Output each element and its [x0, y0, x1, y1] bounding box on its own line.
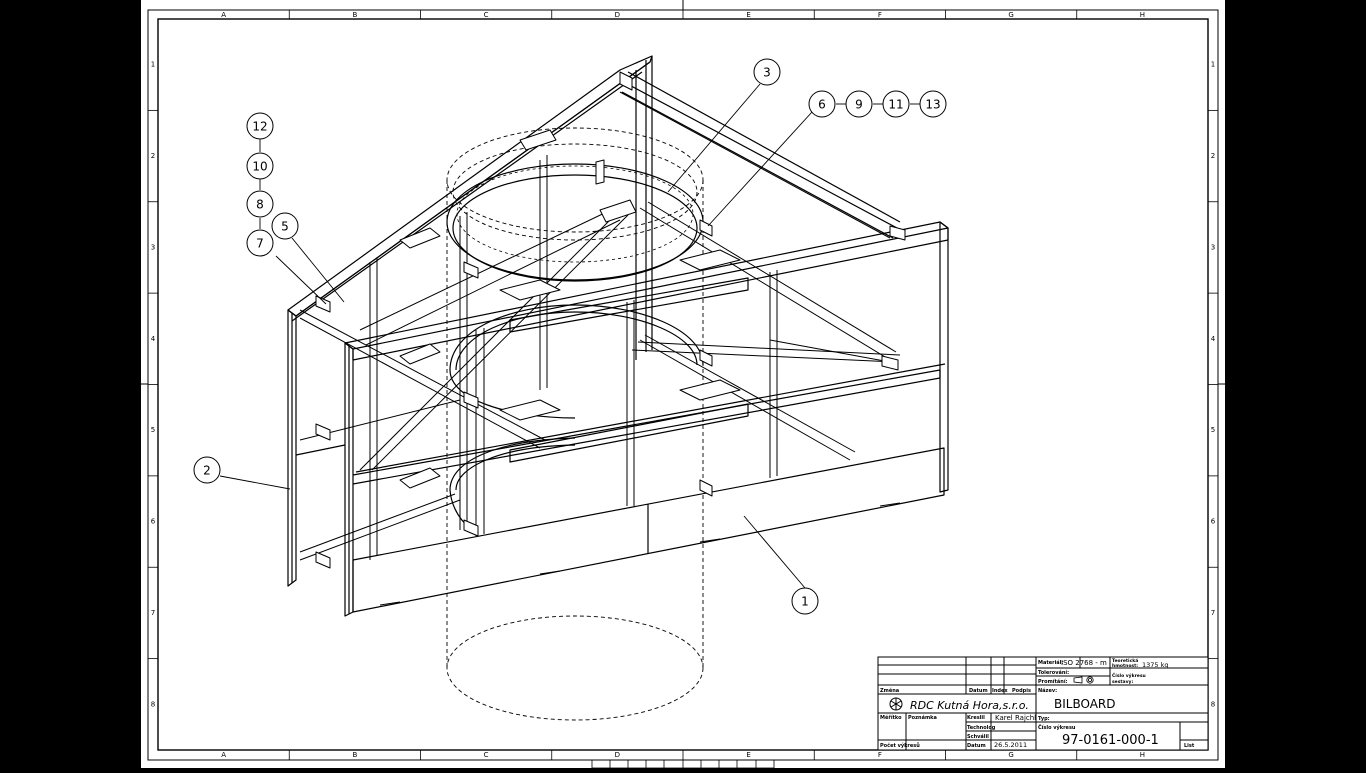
grid-row-label-left: 4 [151, 335, 156, 343]
assembly-number-label-2: sestavy: [1112, 679, 1133, 685]
grid-column-label-top: D [615, 11, 620, 19]
part-balloon: 13 [919, 90, 947, 118]
drawing-name: BILBOARD [1054, 697, 1116, 711]
drawn-value: Karel Rajchl [995, 714, 1036, 722]
part-balloon: 2 [193, 456, 221, 484]
drawing-sheet [141, 0, 1225, 768]
leader-lines [219, 83, 920, 589]
part-balloon-number: 9 [855, 98, 863, 112]
material-label: Materiál: [1038, 659, 1063, 666]
billboard-frame-drawing [287, 55, 949, 721]
grid-row-label-right: 1 [1211, 61, 1215, 69]
part-balloon-number: 3 [763, 66, 771, 80]
part-balloon: 8 [246, 190, 274, 218]
drawing-number: 97-0161-000-1 [1062, 733, 1159, 748]
grid-row-label-left: 5 [151, 426, 155, 434]
part-balloon: 9 [845, 90, 873, 118]
grid-row-label-left: 2 [151, 152, 155, 160]
grid-column-label-bottom: B [352, 751, 357, 759]
grid-row-label-left: 8 [151, 700, 155, 708]
material-value: ISO 2768 - m [1061, 659, 1107, 667]
part-balloon: 5 [271, 212, 299, 240]
sheet-label: List [1184, 743, 1195, 749]
grid-column-label-bottom: A [221, 751, 226, 759]
part-balloon-number: 13 [925, 98, 940, 112]
name-label: Název: [1038, 687, 1057, 694]
assembly-number-label-1: Číslo výkresu [1112, 672, 1146, 679]
weight-label-2: hmotnost: [1112, 663, 1138, 669]
date-value: 26.5.2011 [994, 741, 1027, 749]
part-balloon: 1 [791, 587, 819, 615]
grid-column-label-bottom: G [1008, 751, 1013, 759]
part-balloon-number: 7 [256, 237, 264, 251]
grid-row-label-left: 6 [151, 518, 156, 526]
part-balloon-number: 2 [203, 464, 211, 478]
grid-column-label-top: F [878, 11, 882, 19]
weight-label-1: Teoretická [1112, 657, 1138, 664]
part-balloon: 3 [753, 58, 781, 86]
part-balloon-number: 6 [818, 98, 826, 112]
grid-column-label-bottom: H [1140, 751, 1145, 759]
grid-row-label-left: 3 [151, 243, 155, 251]
grid-column-label-top: C [484, 11, 489, 19]
hidden-column [446, 127, 704, 721]
type-label: Typ: [1038, 716, 1050, 722]
grid-column-label-top: A [221, 11, 226, 19]
grid-column-label-top: E [746, 11, 750, 19]
grid-row-label-left: 7 [151, 609, 155, 617]
grid-row-label-right: 4 [1211, 335, 1216, 343]
part-balloon: 12 [246, 112, 274, 140]
projection-symbol-icon [1073, 676, 1094, 684]
part-balloon: 6 [808, 90, 836, 118]
grid-column-label-top: H [1140, 11, 1145, 19]
header-signature: Podpis [1012, 688, 1031, 694]
company-logo-icon [889, 697, 903, 711]
part-balloon: 10 [246, 152, 274, 180]
note-label: Poznámka [908, 714, 937, 721]
grid-column-label-bottom: E [746, 751, 750, 759]
grid-column-label-bottom: D [615, 751, 620, 759]
part-balloon: 7 [246, 229, 274, 257]
grid-row-label-right: 2 [1211, 152, 1215, 160]
header-index: Index [992, 688, 1008, 694]
company-name: RDC Kutná Hora,s.r.o. [910, 699, 1029, 712]
projection-label: Promítání: [1038, 678, 1068, 685]
approved-label: Schválil [967, 733, 989, 740]
part-balloon-number: 12 [252, 120, 267, 134]
grid-column-label-bottom: C [484, 751, 489, 759]
grid-row-label-right: 3 [1211, 243, 1215, 251]
grid-reference-marks [148, 10, 1218, 760]
part-balloon-number: 1 [801, 595, 809, 609]
weight-value: 1375 kg [1142, 661, 1169, 669]
grid-row-label-right: 7 [1211, 609, 1215, 617]
scale-label: Měřítko [880, 714, 902, 721]
tech-label: Technolog [967, 725, 996, 731]
sheets-label: Počet výkresů [880, 742, 920, 749]
title-block-text: Změna Datum Index Podpis Materiál: ISO 2… [880, 657, 1195, 749]
part-balloon-number: 8 [256, 198, 264, 212]
part-balloon: 11 [882, 90, 910, 118]
tolerance-label: Tolerování: [1038, 669, 1069, 676]
part-balloon-number: 5 [281, 220, 289, 234]
header-date: Datum [969, 688, 988, 694]
part-balloon-number: 11 [888, 98, 903, 112]
part-balloon-number: 10 [252, 160, 267, 174]
grid-row-label-left: 1 [151, 61, 155, 69]
date-label: Datum [967, 743, 986, 749]
grid-column-label-bottom: F [878, 751, 882, 759]
grid-column-label-top: B [352, 11, 357, 19]
grid-row-label-right: 5 [1211, 426, 1215, 434]
grid-row-label-right: 8 [1211, 700, 1215, 708]
grid-column-label-top: G [1008, 11, 1013, 19]
drawing-number-label: Číslo výkresu [1038, 724, 1076, 731]
grid-row-label-right: 6 [1211, 518, 1216, 526]
header-change: Změna [880, 687, 899, 694]
title-block [877, 656, 1209, 751]
drawn-label: Kreslil [967, 715, 985, 721]
